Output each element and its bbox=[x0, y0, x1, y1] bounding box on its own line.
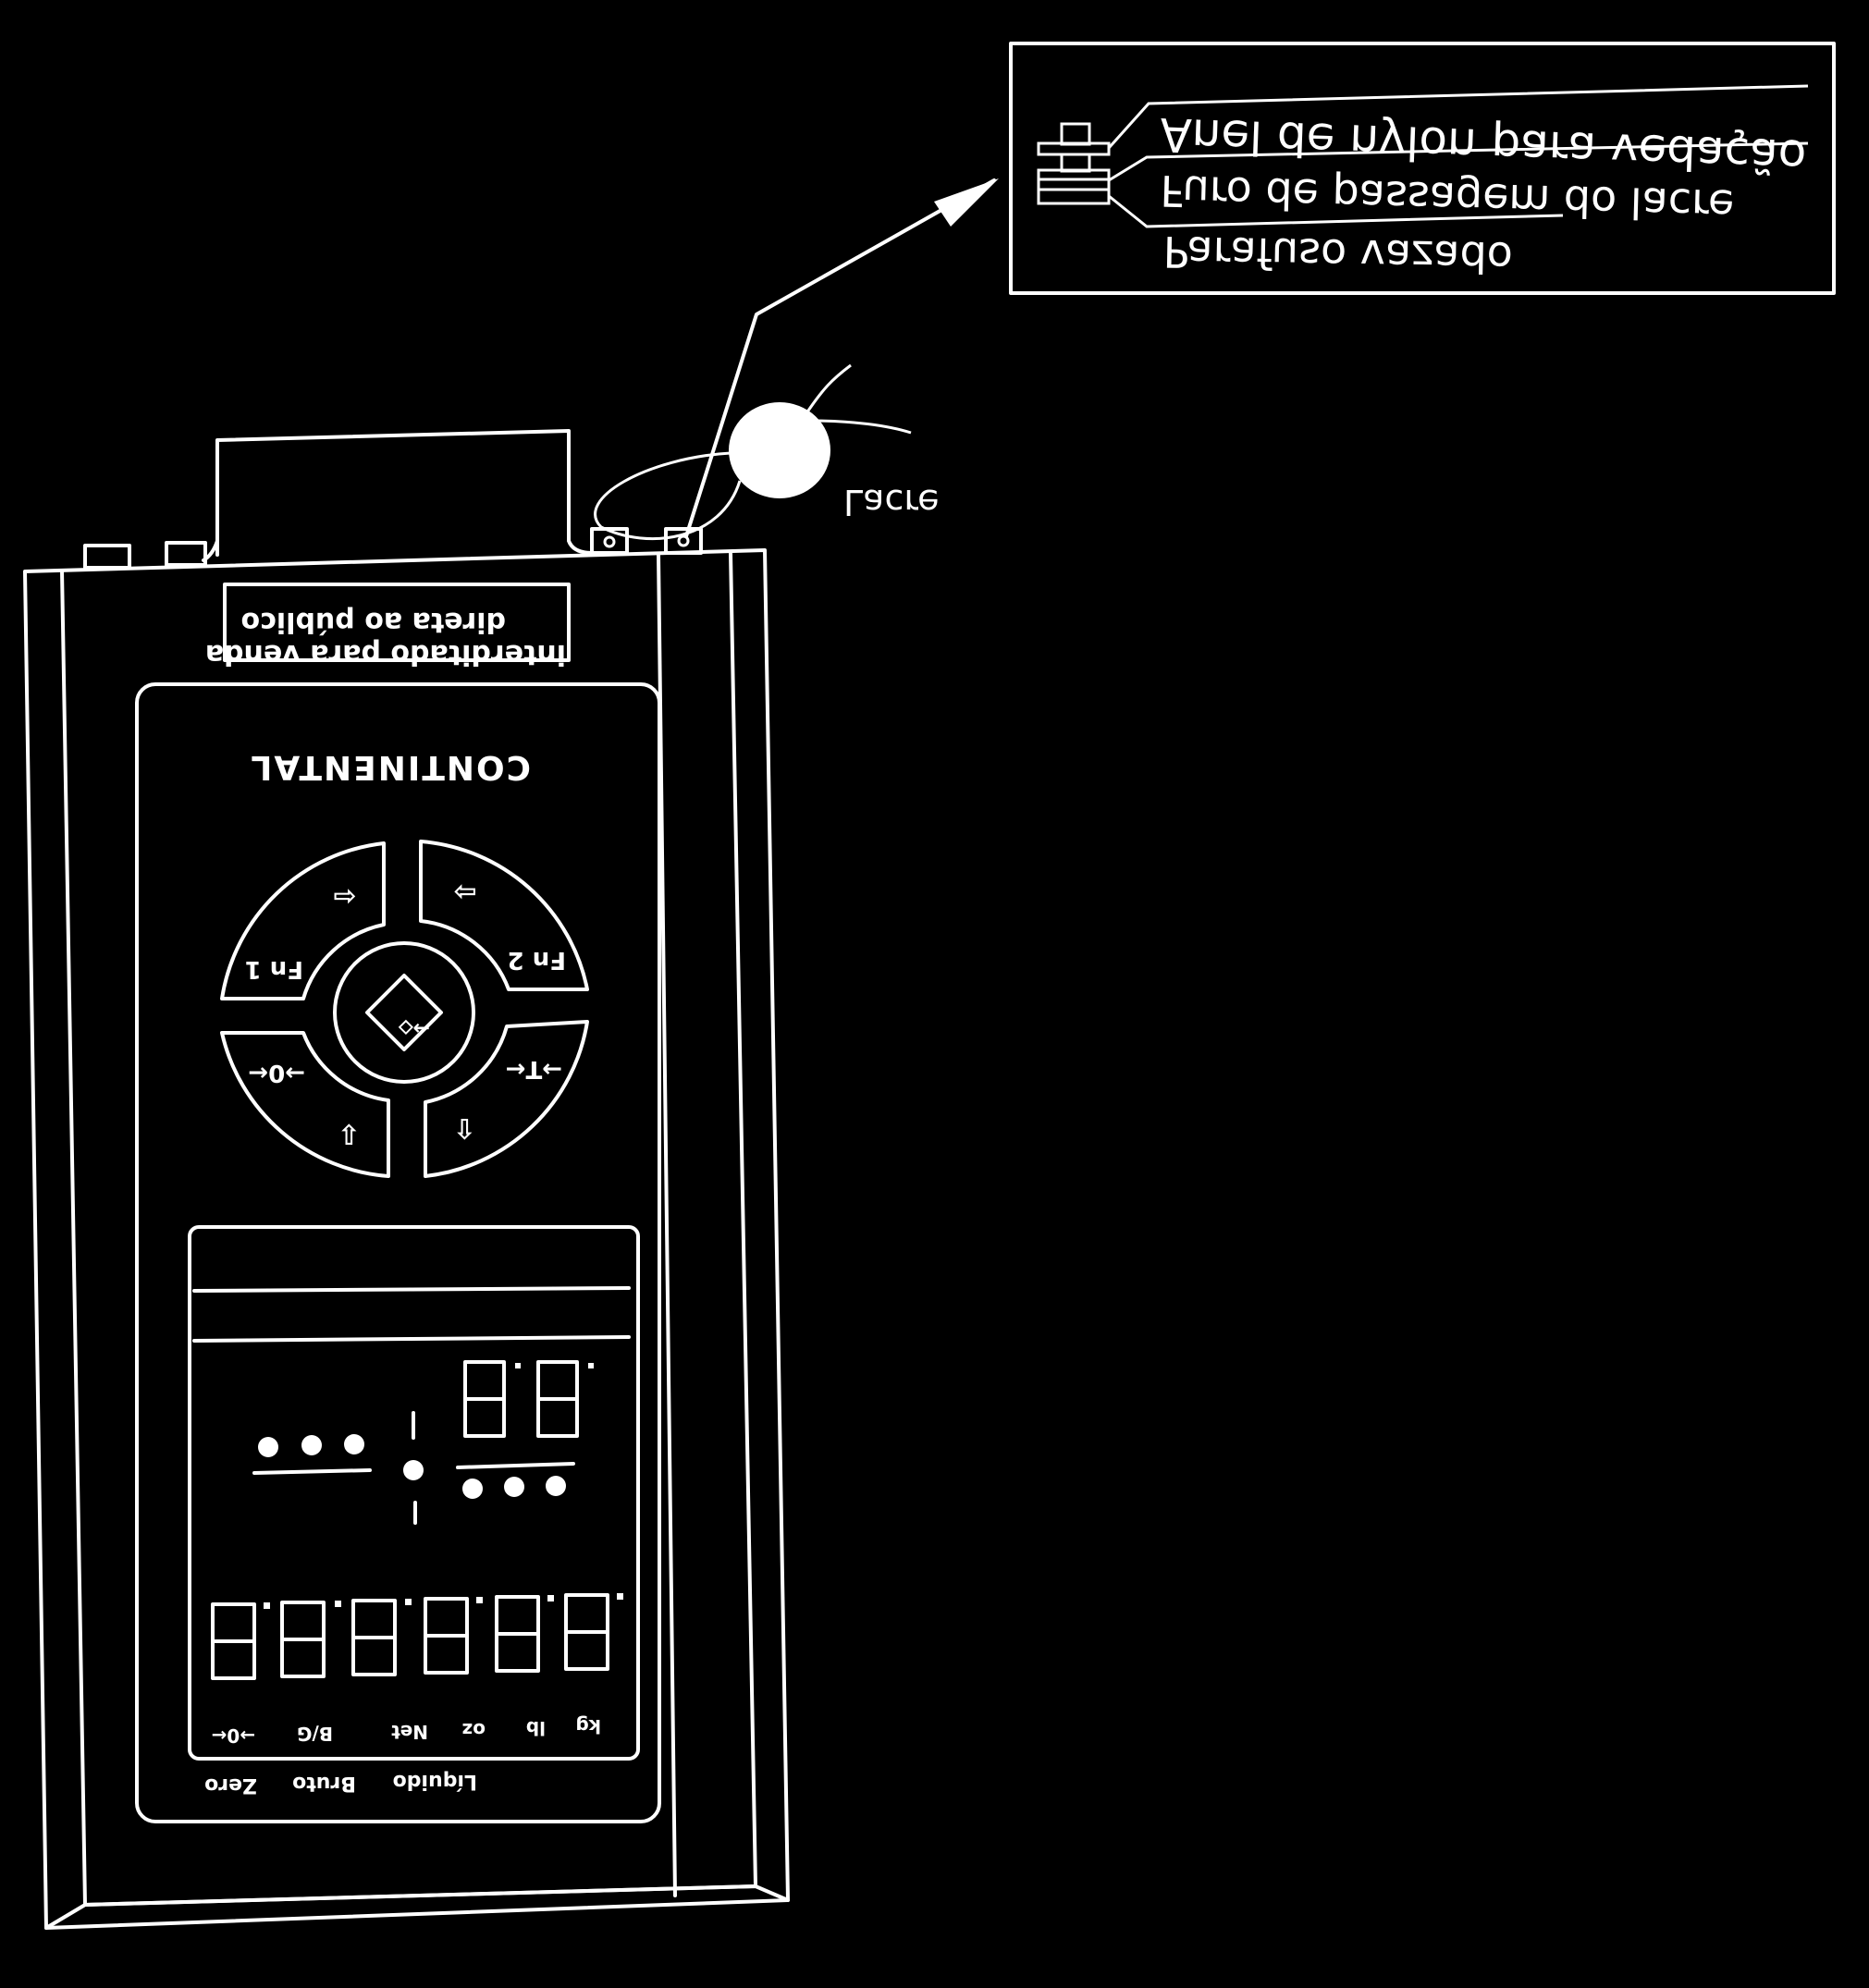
arrow-up-icon: ⇧ bbox=[453, 1111, 476, 1144]
key-enter[interactable] bbox=[333, 941, 475, 1084]
left-knob-2 bbox=[165, 541, 207, 567]
indicator-lb: lb bbox=[526, 1717, 546, 1739]
enter-diamond-icon bbox=[365, 974, 443, 1051]
display-frame bbox=[188, 1225, 640, 1761]
seal-screw-right bbox=[664, 527, 703, 555]
bottom-label-liquido: Líquido bbox=[393, 1770, 477, 1793]
key-fn2[interactable] bbox=[419, 840, 589, 991]
top-connector bbox=[215, 429, 594, 557]
warning-label-line2: interditado para venda bbox=[205, 638, 566, 670]
seal-ball bbox=[729, 402, 830, 498]
brand-logo: CONTINENTAL bbox=[249, 748, 531, 786]
indicator-labels: →0← B/G Net oz lb kg bbox=[212, 1715, 601, 1747]
screw-icon bbox=[1037, 122, 1111, 205]
callout-label-parafuso: Parafuso vazado bbox=[1162, 227, 1513, 283]
bottom-label-zero: Zero bbox=[204, 1773, 257, 1797]
bottom-labels: Zero Bruto Líquido bbox=[204, 1770, 477, 1797]
enter-key-label: →⬦ bbox=[399, 1016, 430, 1039]
display-area: →0← B/G Net oz lb kg bbox=[188, 1225, 640, 1761]
status-dots bbox=[252, 1411, 575, 1525]
main-digits bbox=[211, 1593, 623, 1680]
seal-label: Lacre bbox=[843, 482, 940, 522]
keypad: Fn 1 Fn 2 ⇦ ⇨ →0← →T← ⇩ ⇧ →⬦ bbox=[220, 840, 589, 1178]
key-zero[interactable] bbox=[220, 1031, 390, 1178]
leader-parafuso bbox=[1108, 194, 1564, 228]
indicator-bg: B/G bbox=[297, 1723, 333, 1745]
key-fn2-label: Fn 2 bbox=[508, 946, 566, 974]
key-tare[interactable] bbox=[424, 1020, 589, 1178]
seal: Lacre bbox=[594, 363, 940, 541]
front-panel bbox=[135, 682, 661, 1823]
left-knob-1 bbox=[83, 544, 131, 570]
bottom-label-bruto: Bruto bbox=[292, 1772, 356, 1795]
indicator-zero: →0← bbox=[212, 1724, 255, 1747]
warning-label-line1: direta ao público bbox=[241, 606, 507, 638]
leader-furo bbox=[1108, 141, 1809, 182]
arrow-down-icon: ⇩ bbox=[338, 1117, 361, 1149]
key-tare-label: →T← bbox=[506, 1055, 562, 1083]
callout-box: Anel de nylon para vedação Furo de passa… bbox=[1009, 42, 1836, 295]
warning-label-box bbox=[223, 583, 571, 662]
upper-digits bbox=[463, 1360, 594, 1438]
arrow-right-icon: ⇨ bbox=[453, 876, 476, 908]
seal-screw-left bbox=[590, 527, 629, 555]
indicator-kg: kg bbox=[575, 1715, 601, 1737]
pointer-arrow bbox=[684, 178, 999, 538]
device-body: direta ao público interditado para venda… bbox=[23, 429, 790, 1930]
key-fn1-label: Fn 1 bbox=[245, 955, 303, 983]
indicator-oz: oz bbox=[462, 1719, 486, 1741]
key-zero-label: →0← bbox=[248, 1059, 305, 1086]
key-fn1[interactable] bbox=[220, 841, 386, 1000]
arrow-left-icon: ⇦ bbox=[333, 880, 356, 913]
indicator-net: Net bbox=[391, 1721, 428, 1743]
leader-anel bbox=[1107, 84, 1809, 150]
